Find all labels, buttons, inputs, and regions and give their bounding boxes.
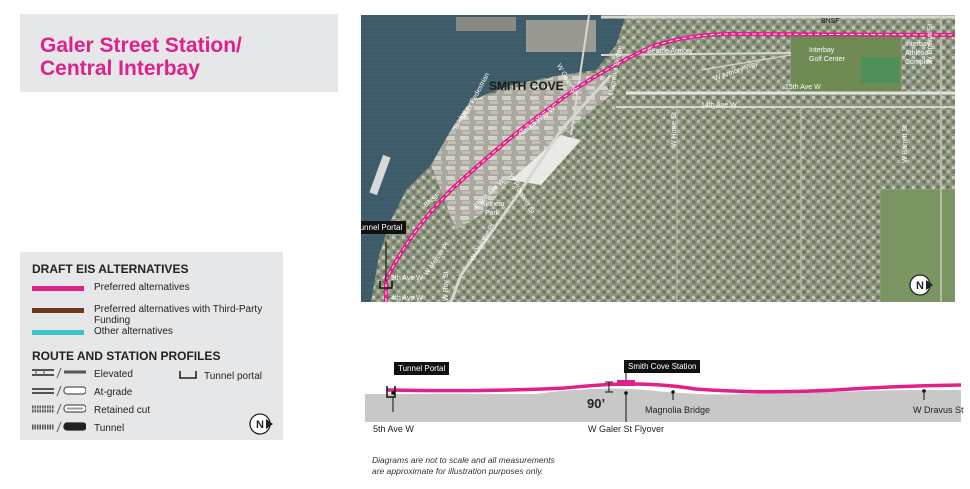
bnsf-top-label: BNSF xyxy=(821,18,840,25)
w-dravus-st-profile-label: W Dravus St xyxy=(913,405,964,415)
legend-retained-cut-label: Retained cut xyxy=(94,405,151,416)
height-90ft-label: 90’ xyxy=(587,396,606,411)
swatch-preferred xyxy=(32,286,84,291)
disclaimer-line1: Diagrams are not to scale and all measur… xyxy=(372,455,555,465)
page-title-line1: Galer Street Station/ xyxy=(40,34,242,57)
map-north-arrow-icon: N xyxy=(909,274,933,296)
legend-elevated-label: Elevated xyxy=(94,369,133,380)
legend-other-label: Other alternatives xyxy=(94,326,173,337)
swatch-other xyxy=(32,330,84,335)
5th-ave-w-map-label: 5th Ave W xyxy=(391,275,423,282)
kinnear-park-label-2: Park xyxy=(485,210,500,217)
tunnel-profile-symbol xyxy=(32,421,86,433)
at-grade-profile-symbol xyxy=(32,385,86,397)
interbay-golf-label-1: Interbay xyxy=(809,47,835,54)
legend-tunnel-portal-label: Tunnel portal xyxy=(204,371,262,382)
aerial-map: Tunnel Portal SMITH COVE BNSF BNSF Seatt… xyxy=(361,15,955,302)
retained-cut-profile-symbol xyxy=(32,403,86,415)
legend-profiles-heading: ROUTE AND STATION PROFILES xyxy=(32,349,221,363)
kinnear-park-label-1: Kinnear xyxy=(481,201,506,208)
map-north-label: N xyxy=(916,280,924,292)
w-dravus-st-map-label: W Dravus St xyxy=(927,23,934,63)
legend-third-party-label: Preferred alternatives with Third-Party … xyxy=(94,304,263,326)
title-card: Galer Street Station/ Central Interbay xyxy=(20,14,338,92)
legend-tunnel-label: Tunnel xyxy=(94,423,125,434)
legend-north-label: N xyxy=(256,419,264,431)
legend-preferred-label: Preferred alternatives xyxy=(94,282,190,293)
smith-cove-label: SMITH COVE xyxy=(489,79,564,93)
interbay-athletic-label-2: Athletic xyxy=(905,50,928,57)
magnolia-bridge-profile-label: Magnolia Bridge xyxy=(645,405,711,415)
galer-flyover-label: W Galer St Flyover xyxy=(588,424,665,434)
w-howe-st-label: W Howe St xyxy=(671,111,678,147)
4th-ave-w-map-label: 4th Ave W xyxy=(391,295,423,302)
map-tunnel-portal-callout: Tunnel Portal xyxy=(361,221,407,234)
profile-tunnel-portal-callout: Tunnel Portal xyxy=(394,362,450,375)
page-title-line2: Central Interbay xyxy=(40,57,200,80)
profile-graphic xyxy=(365,372,961,422)
tunnel-portal-symbol xyxy=(179,371,197,379)
w-barrett-st-label: W Barrett St xyxy=(902,124,909,163)
interbay-athletic-label-1: Interbay xyxy=(905,41,931,48)
15th-ave-w-label: 15th Ave W xyxy=(785,84,821,91)
14th-ave-w-label: 14th Ave W xyxy=(701,102,737,109)
smith-cove-station-callout: Smith Cove Station xyxy=(624,360,701,373)
disclaimer: Diagrams are not to scale and all measur… xyxy=(372,455,555,477)
legend-panel: DRAFT EIS ALTERNATIVES Preferred alterna… xyxy=(20,252,283,440)
route-profile: Tunnel Portal Smith Cove Station 90’ 5th… xyxy=(365,360,964,440)
w-roy-st-label: W Roy St xyxy=(443,271,450,301)
interbay-golf-label-2: Golf Center xyxy=(809,56,845,63)
elevated-profile-symbol xyxy=(32,367,86,379)
5th-ave-w-profile-label: 5th Ave W xyxy=(373,424,414,434)
swatch-third-party xyxy=(32,308,84,313)
disclaimer-line2: are approximate for illustration purpose… xyxy=(372,466,544,476)
map-base xyxy=(361,15,955,302)
legend-at-grade-label: At-grade xyxy=(94,387,133,398)
north-arrow-icon: N xyxy=(249,413,273,435)
seattle-armory-label: Seattle Armory xyxy=(647,48,693,55)
legend-alternatives-heading: DRAFT EIS ALTERNATIVES xyxy=(32,262,189,276)
interbay-athletic-label-3: Complex xyxy=(905,59,933,66)
